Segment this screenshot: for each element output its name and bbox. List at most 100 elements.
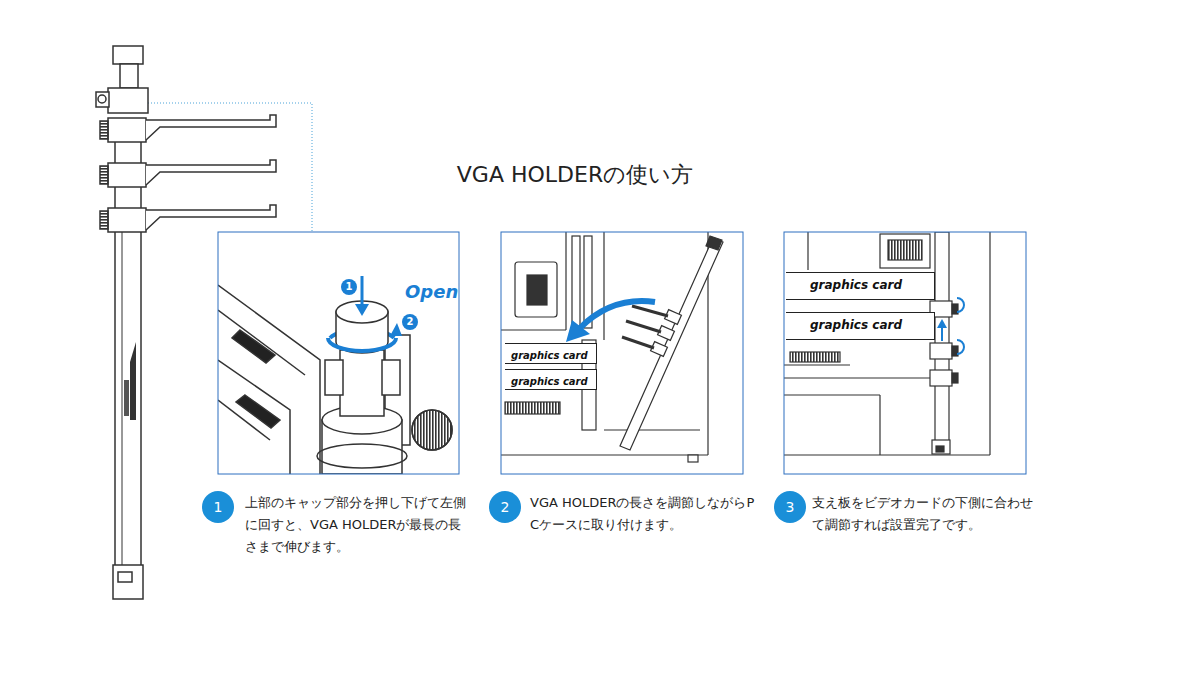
line-art [807,232,808,270]
line-art [604,429,700,430]
line-art [100,205,276,232]
line-art [501,329,566,330]
graphics-card: graphics card [786,312,935,340]
step-number: 2VGA HOLDERの長さを調節しながらPCケースに取り付けます。 [489,491,521,523]
line-art [626,321,661,332]
line-art [108,208,146,232]
line-art [115,140,141,568]
line-art [784,394,880,395]
line-art [146,160,276,185]
vga-holder [96,46,312,599]
callout-number: 1 [341,279,357,295]
card-label: graphics card [511,349,588,363]
callout-number: 2 [402,314,418,330]
line-art [108,163,146,187]
line-art [566,320,590,342]
line-art [790,352,840,362]
line-art [580,301,655,328]
line-art [952,373,958,383]
line-art [236,395,280,428]
graphics-card: graphics card [505,369,597,390]
line-art [361,276,364,306]
line-art [113,565,143,599]
line-art [98,95,106,103]
step-number: 3支え板をビデオカードの下側に合わせて調節すれば設置完了です。 [774,491,806,523]
line-art [706,236,722,250]
line-art [937,319,947,328]
callout-text: 2 [402,314,418,330]
line-art [957,298,964,312]
line-art [108,118,146,142]
line-art [957,340,964,354]
line-art [501,454,708,455]
line-art [328,338,396,351]
graphics-card: graphics card [786,272,935,300]
step-number-text: 1 [202,491,234,523]
line-art [113,46,143,64]
line-art [146,115,276,140]
line-art [941,326,943,341]
line-art [936,446,944,452]
line-art [565,232,566,330]
line-art [122,232,123,565]
line-art [622,337,654,348]
holder-installed [784,232,990,455]
card-label: graphics card [511,375,588,389]
step-number: 1上部のキャップ部分を押し下げて左側に回すと、VGA HOLDERが最長の長さま… [202,491,234,523]
line-art [218,360,290,474]
line-art [100,211,108,229]
line-art [784,364,850,365]
step-description: VGA HOLDERの長さを調節しながらPCケースに取り付けます。 [530,492,755,536]
line-art [935,232,949,442]
line-art [355,304,369,316]
line-art [930,343,952,359]
line-art [688,455,698,462]
line-art [325,360,343,395]
line-art [989,232,990,455]
line-art [879,395,880,455]
step-description: 上部のキャップ部分を押し下げて左側に回すと、VGA HOLDERが最長の長さまで… [245,492,473,558]
line-art [620,238,723,450]
line-art [784,377,930,378]
step-number-text: 2 [489,491,521,523]
line-art [100,115,276,142]
step-description: 支え板をビデオカードの下側に合わせて調節すれば設置完了です。 [812,492,1040,536]
line-art [232,330,275,363]
line-art [632,306,668,316]
line-art [124,380,129,416]
line-art [784,454,990,455]
line-art [118,572,132,582]
line-art [218,285,320,474]
line-art [146,205,276,230]
line-art [412,410,452,450]
panel-frame [218,232,459,474]
line-art [130,342,136,420]
open-label: Open [405,280,458,304]
line-art [527,275,547,305]
line-art [100,166,108,184]
line-art [390,323,402,336]
line-art [382,360,400,395]
line-art [930,370,952,386]
line-art [96,92,109,107]
cap-closeup [218,276,452,474]
line-art [505,402,560,414]
line-art [572,236,580,328]
step-number-text: 3 [774,491,806,523]
line-art [317,444,407,468]
line-art [888,240,922,260]
graphics-card: graphics card [505,343,597,364]
line-art [932,440,950,454]
card-label: graphics card [810,273,902,298]
line-art [880,234,930,268]
line-art [108,88,148,113]
line-art [603,232,604,340]
line-art [218,310,305,375]
line-art [120,64,138,88]
diagram-title: VGA HOLDERの使い方 [0,160,1150,190]
line-art [515,262,557,317]
panel-frame [501,232,743,474]
case-install [501,232,723,462]
line-art [336,301,388,323]
